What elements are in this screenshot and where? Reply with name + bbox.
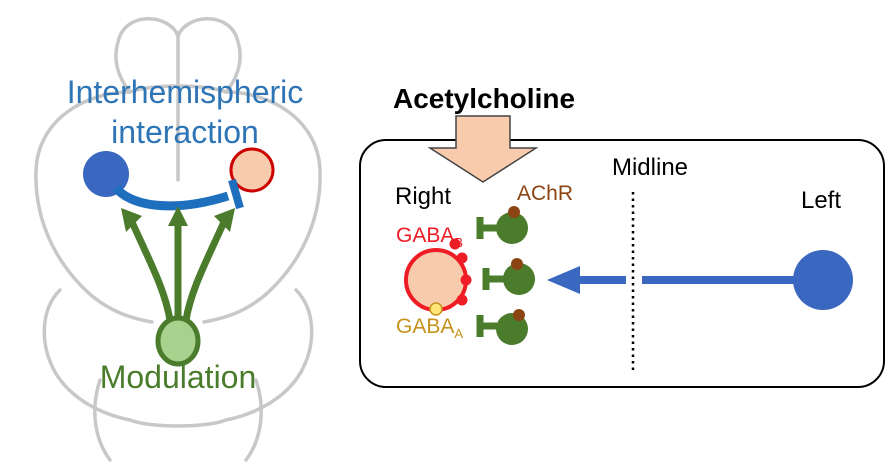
title-line-2: interaction (111, 114, 259, 150)
gabab-receptor (456, 252, 468, 264)
achr-receptor (508, 206, 520, 218)
acetylcholine-label: Acetylcholine (393, 83, 575, 114)
arrowheads (121, 206, 235, 232)
left-label: Left (801, 187, 841, 214)
modulatory-projections (128, 218, 228, 324)
interneuron-middle (482, 258, 535, 295)
gabaa-subscript: A (454, 326, 463, 341)
achr-receptor (511, 258, 523, 270)
right-hemisphere-neuron (229, 147, 275, 193)
acetylcholine-arrow (427, 115, 539, 183)
gabab-main: GABA (396, 224, 454, 247)
interneuron-top (476, 206, 528, 244)
left-hemisphere-neuron (83, 151, 129, 197)
modulation-label: Modulation (100, 359, 257, 395)
achr-receptor (513, 309, 525, 321)
modulatory-nucleus (155, 315, 201, 367)
interneuron-bottom (476, 309, 528, 345)
achr-label: AChR (517, 182, 573, 205)
right-label: Right (395, 183, 451, 210)
inhibitory-terminal (228, 178, 244, 210)
gabaa-receptor (429, 302, 443, 316)
gabab-receptor (449, 238, 461, 250)
gabab-receptor (460, 274, 472, 286)
gabaa-main: GABA (396, 315, 454, 338)
interhemispheric-projection (112, 184, 230, 211)
gabaa-label: GABAA (396, 315, 463, 341)
brain-outline (34, 17, 322, 462)
midline-label: Midline (612, 154, 688, 181)
gabab-receptor (456, 294, 468, 306)
title-line-1: Interhemispheric (67, 74, 304, 110)
callosal-arrowhead (547, 266, 580, 294)
left-hemisphere-source-neuron (793, 250, 853, 310)
